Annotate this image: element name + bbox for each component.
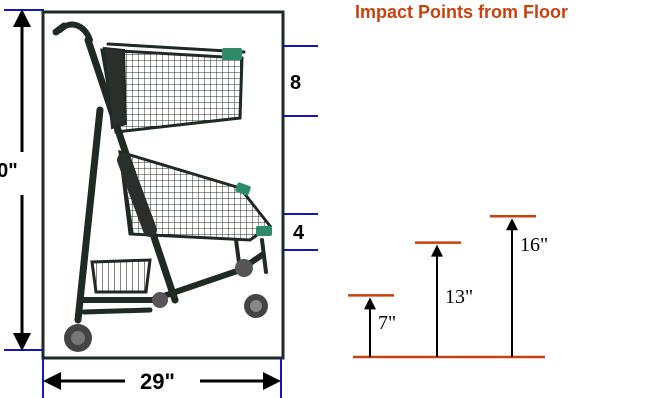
handle-accents: [222, 48, 272, 236]
cart-wheels: [64, 259, 268, 352]
impact-points-chart: [348, 214, 545, 359]
height-label: 40": [0, 160, 18, 182]
impact-point-label: 16": [520, 234, 549, 257]
impact-point-label: 13": [445, 285, 474, 308]
width-label: 29": [140, 369, 175, 394]
impact-arrow-head: [506, 218, 518, 231]
impact-arrow-head: [431, 244, 443, 257]
basket-spacing-markers: [283, 45, 318, 251]
impact-point-label: 7": [378, 312, 397, 335]
shopping-cart-illustration: [52, 21, 273, 324]
diagram-title: Impact Points from Floor: [355, 2, 569, 22]
lower-basket-label: 4: [293, 222, 305, 244]
height-dimension: [4, 9, 44, 351]
width-dimension: [42, 358, 282, 398]
upper-basket-label: 8: [290, 72, 302, 94]
impact-arrow-head: [364, 297, 376, 310]
